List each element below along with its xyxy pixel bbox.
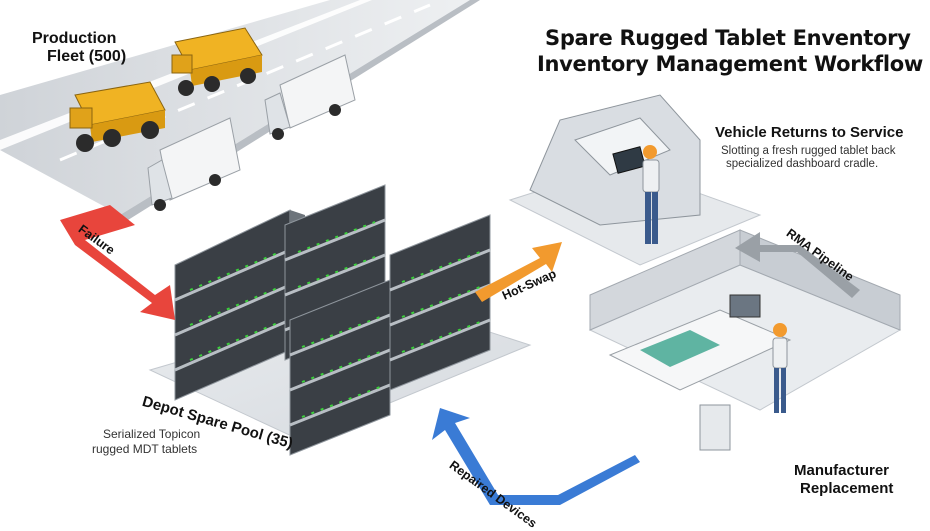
vehicle-return-desc-line-1: Slotting a fresh rugged tablet back	[721, 145, 896, 157]
hot-swap-arrow	[475, 242, 562, 302]
technician-icon	[642, 145, 660, 244]
failure-arrow	[60, 205, 175, 320]
tablet-rack	[389, 214, 491, 391]
depot-desc-line-1: Serialized Topicon	[103, 427, 201, 441]
haul-truck-icon	[171, 27, 263, 96]
box-truck-icon	[264, 54, 356, 140]
fleet-label-line-2: Fleet (500)	[47, 48, 127, 65]
depot-desc-line-2: rugged MDT tablets	[92, 442, 198, 456]
tablet-rack	[289, 279, 391, 456]
fleet-label-line-1: Production	[32, 30, 117, 47]
manufacturer-label-line-2: Replacement	[800, 480, 894, 497]
manufacturer-label-line-1: Manufacturer	[794, 462, 890, 479]
title-line-2: Inventory Management Workflow	[537, 52, 923, 76]
repaired-devices-arrow	[432, 408, 640, 505]
rma-pipeline-arrow	[735, 232, 860, 298]
vehicle-return-heading: Vehicle Returns to Service	[715, 124, 904, 141]
monitor-icon	[729, 294, 761, 318]
box-truck-icon	[147, 117, 241, 211]
haul-truck-icon	[69, 81, 166, 152]
vehicle-return-desc-line-2: specialized dashboard cradle.	[726, 158, 879, 170]
tool-cart-icon	[699, 404, 731, 451]
dashboard-tablet-icon	[612, 146, 646, 174]
manufacturer-lab	[588, 229, 902, 451]
title-line-1: Spare Rugged Tablet Enventory	[545, 26, 911, 50]
workflow-diagram	[0, 0, 902, 505]
